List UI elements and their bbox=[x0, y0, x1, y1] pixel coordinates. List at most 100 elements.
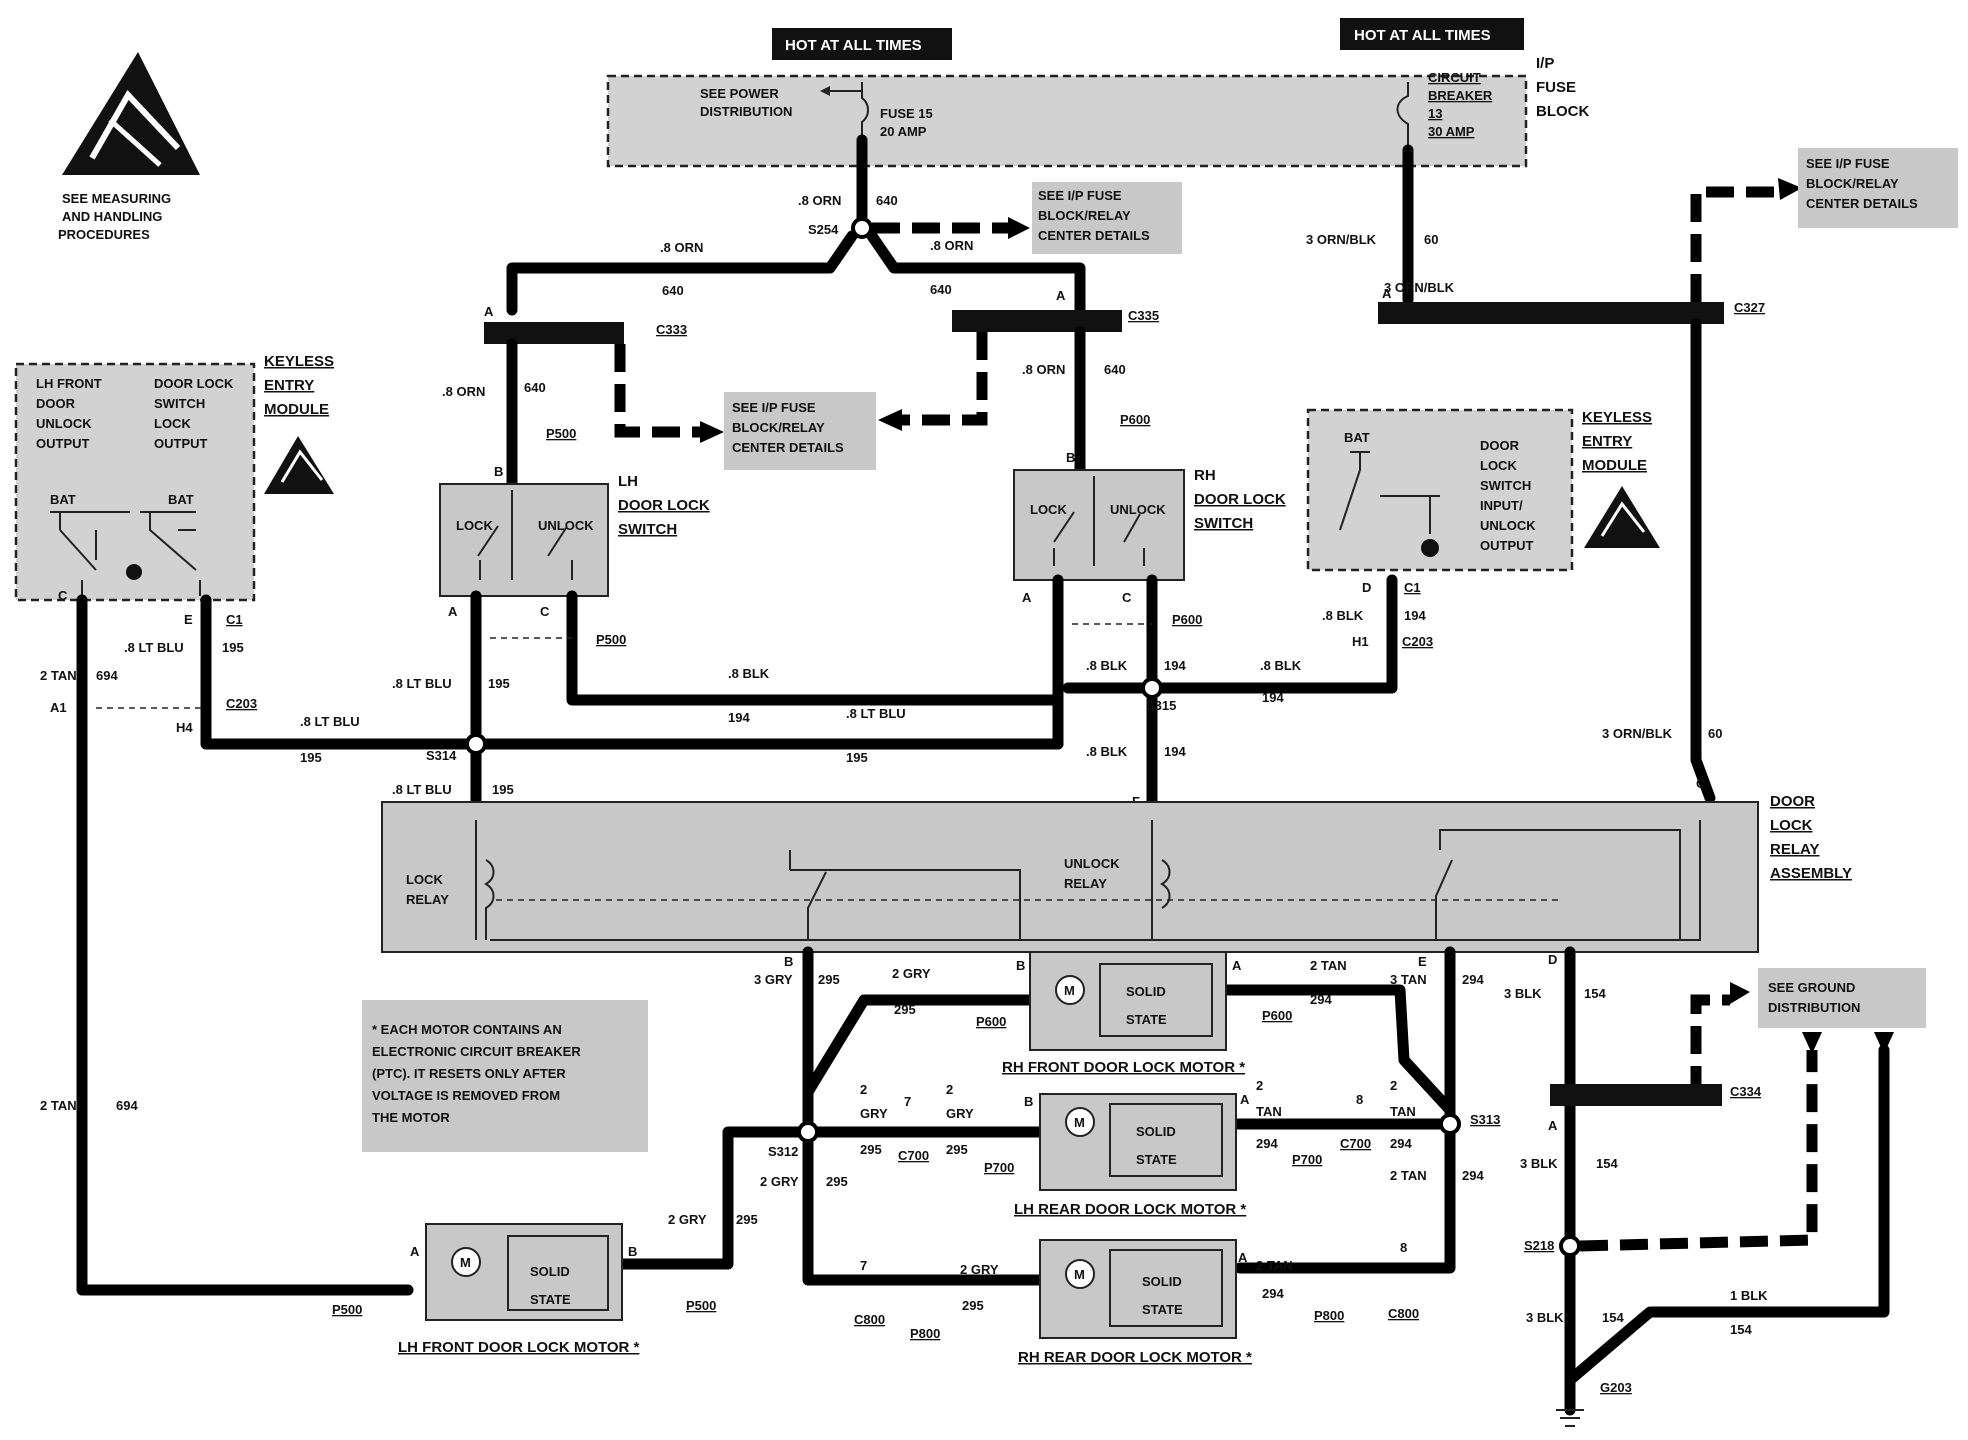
wire-label-154-b: 154 bbox=[1596, 1156, 1618, 1171]
wire-label-60-top: 60 bbox=[1424, 232, 1438, 247]
kem-right-t1: DOOR bbox=[1480, 438, 1520, 453]
wire-694 bbox=[76, 594, 414, 1296]
rh-switch-title-2: DOOR LOCK bbox=[1194, 491, 1286, 508]
hot-tag-right bbox=[1340, 18, 1524, 50]
arrow-icon bbox=[878, 409, 902, 431]
s313-label: S313 bbox=[1470, 1112, 1500, 1127]
connector-c333 bbox=[484, 322, 624, 344]
wire-label-blk-s315: .8 BLK bbox=[1086, 744, 1128, 759]
keyless-entry-module-left bbox=[14, 362, 256, 602]
wire-label-gry2-lhf: 2 GRY bbox=[668, 1212, 707, 1227]
motor-note-l4: VOLTAGE IS REMOVED FROM bbox=[372, 1088, 560, 1103]
arrow-icon bbox=[820, 86, 830, 96]
lh-switch-unlock: UNLOCK bbox=[538, 518, 594, 533]
p600-label-rhf: P600 bbox=[976, 1014, 1006, 1029]
ip-fuse-block-title-1: I/P bbox=[1536, 55, 1554, 72]
hot-tag-left-text: HOT AT ALL TIMES bbox=[785, 37, 922, 54]
kem-right-title-3: MODULE bbox=[1582, 457, 1647, 474]
kem-left-switch-contacts bbox=[50, 511, 197, 571]
wire-295-lh-front bbox=[614, 1126, 814, 1270]
kem-right-title-1: KEYLESS bbox=[1582, 409, 1652, 426]
wire-154-1blk bbox=[1564, 1044, 1890, 1386]
esd-line-3: PROCEDURES bbox=[58, 227, 150, 242]
lh-rear-m: M bbox=[1074, 1115, 1085, 1130]
rh-front-solid-1: SOLID bbox=[1126, 984, 1166, 999]
wire-label-orn-lh: .8 ORN bbox=[442, 384, 485, 399]
wire-label-blk-rh: .8 BLK bbox=[1086, 658, 1128, 673]
motor-note bbox=[362, 1000, 648, 1152]
see-details-right bbox=[1798, 148, 1958, 228]
wire-label-694-a: 694 bbox=[96, 668, 118, 683]
wire-label-tan2-b: 2 TAN bbox=[40, 1098, 77, 1113]
s254-label: S254 bbox=[808, 222, 839, 237]
wire-294-main bbox=[1234, 946, 1456, 1274]
kem-right-contacts bbox=[1339, 451, 1440, 534]
wire-label-gry2-rhr: 2 GRY bbox=[960, 1262, 999, 1277]
kem-left-t5: DOOR LOCK bbox=[154, 376, 234, 391]
wire-194-lh-rh bbox=[566, 586, 1064, 706]
pin-d-relay: D bbox=[1548, 952, 1557, 967]
wire-label-295-rhr: 295 bbox=[962, 1298, 984, 1313]
esd-small-icon-left bbox=[264, 436, 334, 494]
wire-label-295-s312: 295 bbox=[860, 1142, 882, 1157]
p500-label-lhf-left: P500 bbox=[332, 1302, 362, 1317]
fuse-15-label: FUSE 15 bbox=[880, 106, 933, 121]
kem-left-title-3: MODULE bbox=[264, 401, 329, 418]
lh-front-motor-label: LH FRONT DOOR LOCK MOTOR * bbox=[398, 1339, 640, 1356]
wire-label-blk1: 1 BLK bbox=[1730, 1288, 1768, 1303]
kem-left-t4: OUTPUT bbox=[36, 436, 90, 451]
motor-note-l1: * EACH MOTOR CONTAINS AN bbox=[372, 1022, 562, 1037]
kem-left-t8: OUTPUT bbox=[154, 436, 208, 451]
wire-label-blk-c203: .8 BLK bbox=[1322, 608, 1364, 623]
wire-label-294-tan3: 294 bbox=[1462, 972, 1484, 987]
wire-label-195-mid: 195 bbox=[846, 750, 868, 765]
lh-door-lock-switch bbox=[439, 483, 609, 597]
p600-label-mid: P600 bbox=[1172, 612, 1202, 627]
relay-title-3: RELAY bbox=[1770, 841, 1819, 858]
rh-rear-door-lock-motor bbox=[1039, 1239, 1237, 1339]
rh-switch-unlock: UNLOCK bbox=[1110, 502, 1166, 517]
see-details-mid-2: BLOCK/RELAY bbox=[732, 420, 825, 435]
c203-label-left: C203 bbox=[226, 696, 257, 711]
wire-295-rh-front bbox=[802, 994, 1036, 1098]
kem-left-title-2: ENTRY bbox=[264, 377, 314, 394]
wire-label-194-mid: 194 bbox=[728, 710, 750, 725]
rh-rear-motor-label: RH REAR DOOR LOCK MOTOR * bbox=[1018, 1349, 1252, 1366]
wire-label-195-kem: 195 bbox=[222, 640, 244, 655]
kem-left-t6: SWITCH bbox=[154, 396, 205, 411]
wire-label-ltblu-mid: .8 LT BLU bbox=[846, 706, 906, 721]
wire-label-295-lhf: 295 bbox=[736, 1212, 758, 1227]
wire-194-keyless-right bbox=[1062, 574, 1398, 694]
wire-label-tan2-s313: 2 TAN bbox=[1390, 1168, 1427, 1183]
esd-small-icon-right bbox=[1584, 486, 1660, 548]
c700-label-right: C700 bbox=[1340, 1136, 1371, 1151]
splice-s312 bbox=[797, 1121, 819, 1143]
c203-label-right: C203 bbox=[1402, 634, 1433, 649]
wire-label-tan3: 3 TAN bbox=[1390, 972, 1427, 987]
p500-label-mid: P500 bbox=[596, 632, 626, 647]
cb-label-4: 30 AMP bbox=[1428, 124, 1475, 139]
s314-label: S314 bbox=[426, 748, 457, 763]
pin-b-lhr: B bbox=[1024, 1094, 1033, 1109]
wire-label-two-lhr: 2 bbox=[946, 1082, 953, 1097]
lock-relay-label-2: RELAY bbox=[406, 892, 449, 907]
wire-label-two-s312: 2 bbox=[860, 1082, 867, 1097]
c334-label: C334 bbox=[1730, 1084, 1762, 1099]
wire-label-eight-c800: 8 bbox=[1400, 1240, 1407, 1255]
kem-left-t3: UNLOCK bbox=[36, 416, 92, 431]
kem-left-outputs bbox=[81, 580, 201, 596]
splice-s313 bbox=[1439, 1113, 1461, 1135]
wire-label-seven-c800: 7 bbox=[860, 1258, 867, 1273]
arrow-icon bbox=[1008, 217, 1030, 239]
see-details-top-2: BLOCK/RELAY bbox=[1038, 208, 1131, 223]
wire-label-orn3blk-left: 3 ORN/BLK bbox=[1306, 232, 1377, 247]
wire-label-640-s254: 640 bbox=[876, 193, 898, 208]
p500-label-lhf-right: P500 bbox=[686, 1298, 716, 1313]
lh-rear-solid-2: STATE bbox=[1136, 1152, 1177, 1167]
p700-label-left: P700 bbox=[984, 1160, 1014, 1175]
pin-c-rh-switch: C bbox=[1122, 590, 1132, 605]
wire-label-295-gry3: 295 bbox=[818, 972, 840, 987]
wire-label-640-left: 640 bbox=[662, 283, 684, 298]
p600-label-top: P600 bbox=[1120, 412, 1150, 427]
wire-label-ltblu-kem: .8 LT BLU bbox=[124, 640, 184, 655]
